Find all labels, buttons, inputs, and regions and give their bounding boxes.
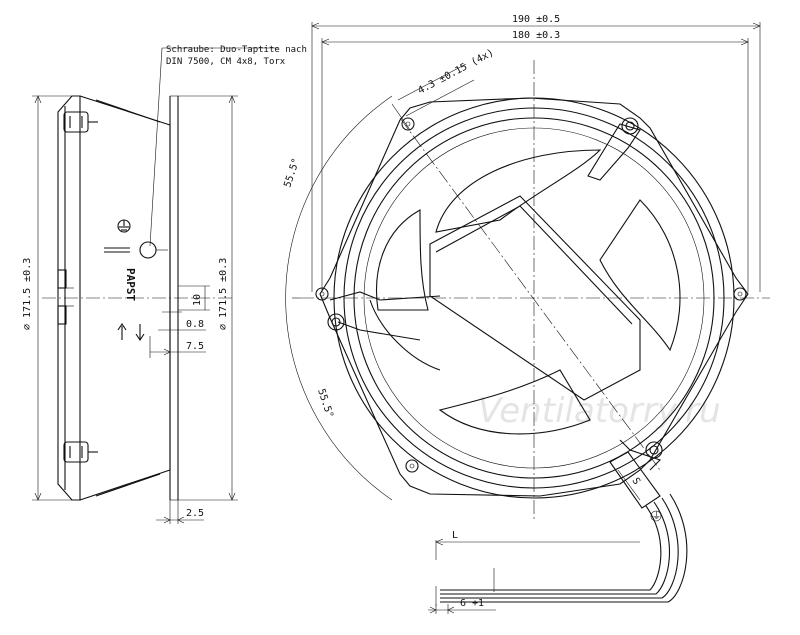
diameter-right-label: ⌀ 171.5 ±0.3 — [218, 258, 229, 330]
airflow-arrow-icon — [117, 323, 145, 341]
brand-label: PAPST — [124, 268, 137, 301]
watermark-text: Ventilatorry.ru — [478, 391, 721, 431]
dim-25-label: 2.5 — [186, 508, 204, 519]
lead-s-label: S — [629, 476, 642, 487]
mount-hole-top-right — [621, 117, 639, 135]
front-view: 190 ±0.5 180 ±0.3 55.5° 55.5° 4.3 ±0.15 … — [282, 14, 770, 614]
mount-hole-bottom-left — [405, 459, 419, 473]
ground-symbol-icon — [117, 219, 131, 233]
dim-08-label: 0.8 — [186, 319, 204, 330]
angle-top-label: 55.5° — [282, 157, 302, 189]
screw-hole-left — [327, 313, 345, 331]
screw-hole-bottom-right — [645, 441, 663, 459]
angle-bottom-label: 55.5° — [315, 388, 335, 420]
mount-hole-left — [315, 287, 329, 301]
overall-width-label: 190 ±0.5 — [512, 14, 560, 25]
mount-hole-right — [733, 287, 747, 301]
side-view: ⌀ 171.5 ±0.3 — [22, 45, 307, 524]
ground-symbol-small: ⏚ — [652, 511, 661, 522]
lead-length-label: L — [452, 530, 458, 541]
diameter-left-label: ⌀ 171.5 ±0.3 — [22, 258, 33, 330]
lead-strip-label: 6 +1 — [460, 598, 484, 609]
dim-10-label: 10 — [192, 294, 203, 306]
hole-spacing-label: 180 ±0.3 — [512, 30, 560, 41]
screw-note-line1: Schraube: Duo-Taptite nach — [166, 45, 307, 55]
dim-75-label: 7.5 — [186, 341, 204, 352]
screw-note-line2: DIN 7500, CM 4x8, Torx — [166, 57, 286, 67]
mount-hole-top-left — [401, 117, 415, 131]
